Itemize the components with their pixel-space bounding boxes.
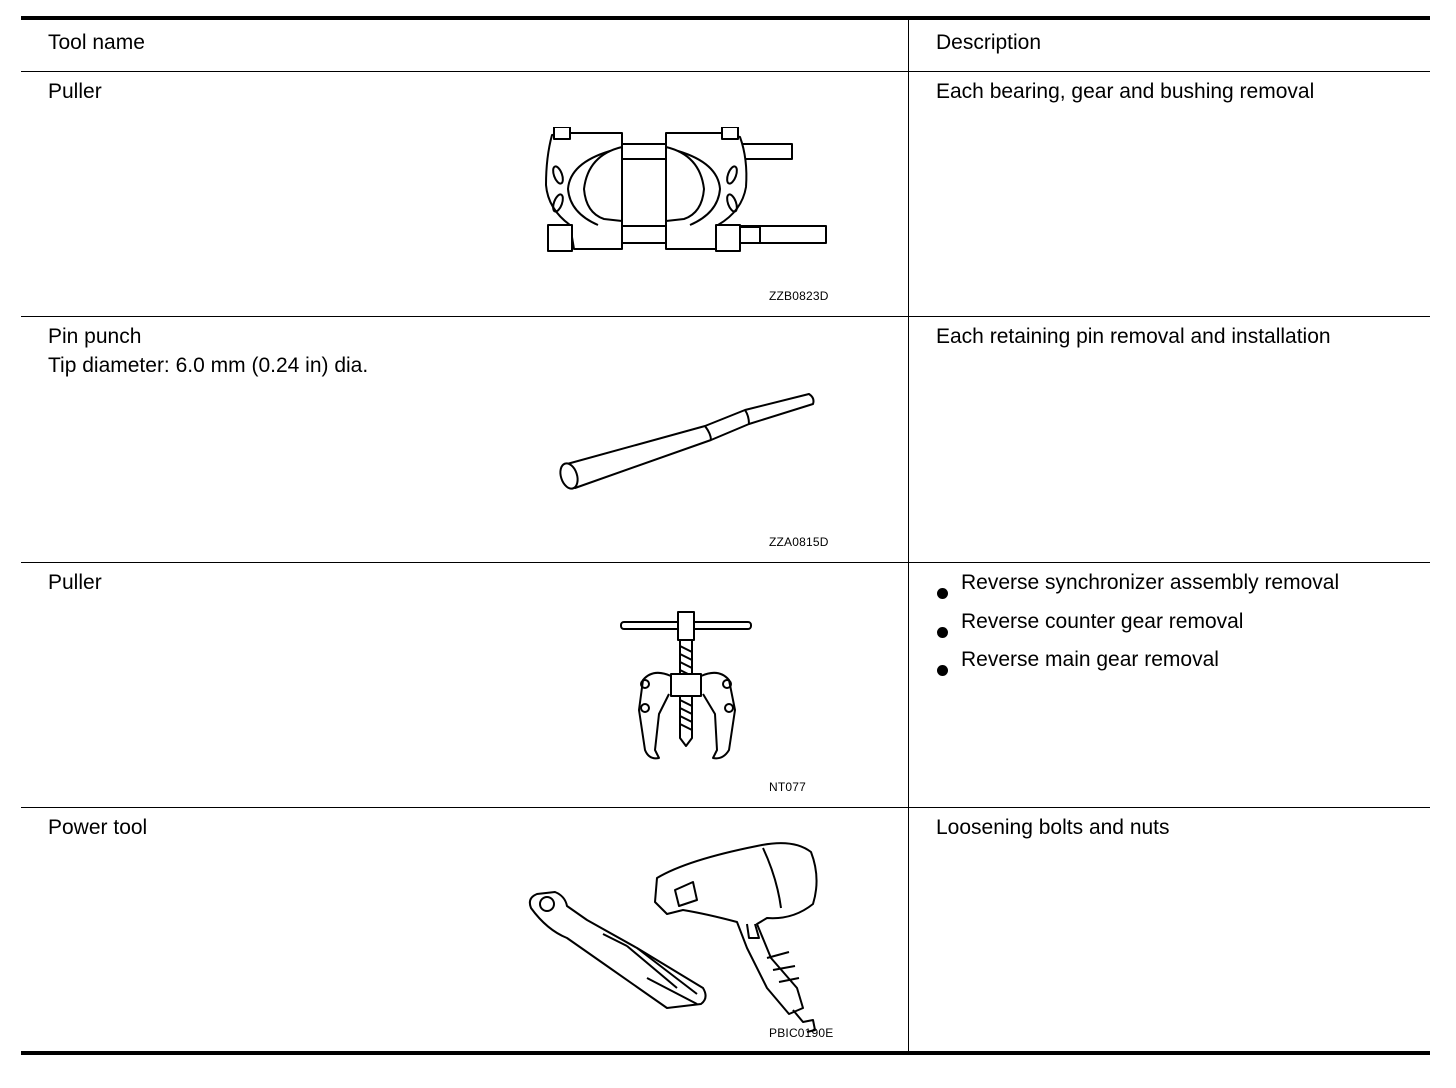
bearing-separator-puller-icon	[540, 127, 835, 259]
row-3-figure-code: NT077	[769, 780, 807, 794]
power-tools-icon	[527, 838, 827, 1034]
header-description: Description	[936, 31, 1042, 54]
row-1-tool-name: Puller	[48, 80, 102, 103]
column-divider	[908, 19, 909, 1052]
table-top-rule	[21, 16, 1430, 20]
row-3-tool-name: Puller	[48, 571, 102, 594]
table-bottom-rule	[21, 1051, 1430, 1055]
row-2-tool-name: Pin punch	[48, 325, 142, 348]
bullet-icon	[937, 588, 948, 599]
row-3-divider	[21, 807, 1430, 808]
row-3-description-item-2: Reverse counter gear removal	[961, 610, 1244, 633]
row-3-description-item-1: Reverse synchronizer assembly removal	[961, 571, 1340, 594]
row-2-tool-detail: Tip diameter: 6.0 mm (0.24 in) dia.	[48, 354, 369, 377]
row-3-description-item-3: Reverse main gear removal	[961, 648, 1219, 671]
row-4-figure-code: PBIC0190E	[769, 1026, 834, 1040]
row-1-description: Each bearing, gear and bushing removal	[936, 80, 1315, 103]
row-4-description: Loosening bolts and nuts	[936, 816, 1170, 839]
pin-punch-icon	[555, 390, 817, 492]
header-tool-name: Tool name	[48, 31, 145, 54]
bullet-icon	[937, 627, 948, 638]
gear-puller-icon	[619, 610, 755, 766]
row-4-tool-name: Power tool	[48, 816, 148, 839]
row-1-figure-code: ZZB0823D	[769, 289, 829, 303]
row-1-divider	[21, 316, 1430, 317]
row-2-divider	[21, 562, 1430, 563]
bullet-icon	[937, 665, 948, 676]
row-2-figure-code: ZZA0815D	[769, 535, 829, 549]
header-divider	[21, 71, 1430, 72]
row-2-description: Each retaining pin removal and installat…	[936, 325, 1331, 348]
